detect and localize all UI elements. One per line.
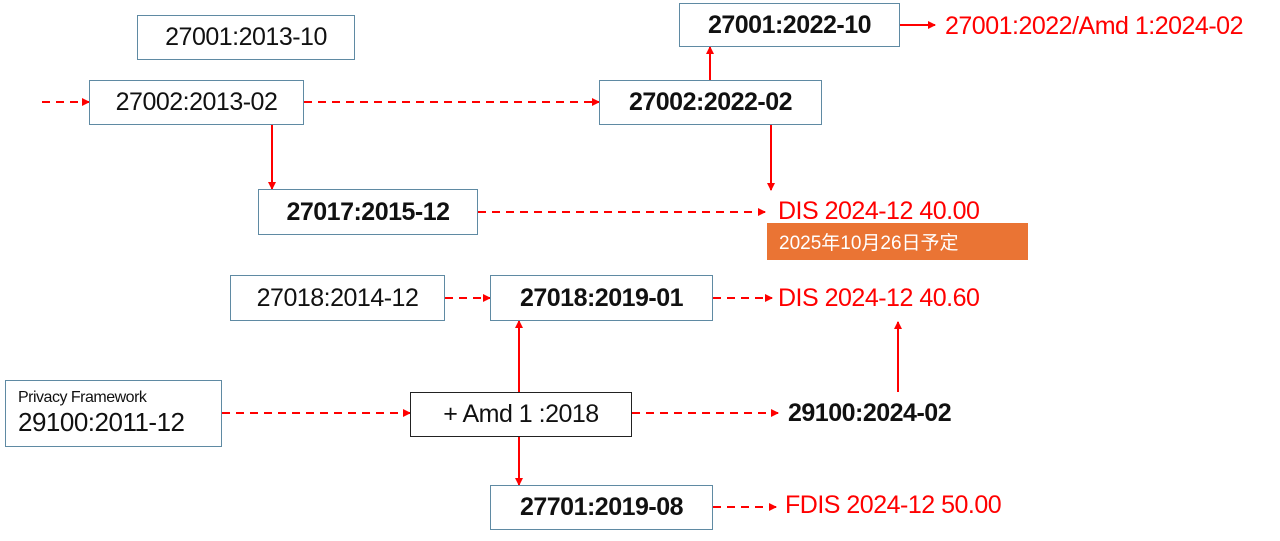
schedule-note: 2025年10月26日予定 <box>767 223 1028 260</box>
node-label: 27002:2022-02 <box>628 88 793 116</box>
node-label: + Amd 1 :2018 <box>443 400 599 428</box>
node-27002-2022: 27002:2022-02 <box>599 80 822 125</box>
status-27018-dis: DIS 2024-12 40.60 <box>778 284 980 312</box>
node-label: 27001:2022-10 <box>707 10 872 39</box>
node-label: 27701:2019-08 <box>519 493 684 521</box>
node-27018-2014: 27018:2014-12 <box>230 275 445 321</box>
status-27001-amd: 27001:2022/Amd 1:2024-02 <box>945 12 1243 40</box>
status-27701-fdis: FDIS 2024-12 50.00 <box>785 491 1002 519</box>
node-27018-2019: 27018:2019-01 <box>490 275 713 321</box>
status-27017-dis: DIS 2024-12 40.00 <box>778 197 980 225</box>
node-27002-2013: 27002:2013-02 <box>89 80 304 125</box>
node-27001-2022: 27001:2022-10 <box>679 3 900 47</box>
node-27701-2019: 27701:2019-08 <box>490 485 713 530</box>
node-label: 27001:2013-10 <box>165 23 327 51</box>
node-29100-2024: 29100:2024-02 <box>788 399 952 427</box>
node-29100-2011: Privacy Framework 29100:2011-12 <box>5 380 222 447</box>
node-label: 29100:2011-12 <box>18 406 185 437</box>
privacy-framework-label: Privacy Framework <box>18 389 147 407</box>
node-label: 27017:2015-12 <box>286 197 450 226</box>
node-amd1-2018: + Amd 1 :2018 <box>410 392 632 437</box>
node-label: 27002:2013-02 <box>115 88 278 116</box>
node-label: 27018:2014-12 <box>256 283 419 312</box>
node-27001-2013: 27001:2013-10 <box>137 15 355 60</box>
node-27017-2015: 27017:2015-12 <box>258 189 478 235</box>
node-label: 27018:2019-01 <box>519 283 684 312</box>
schedule-note-text: 2025年10月26日予定 <box>779 233 959 254</box>
